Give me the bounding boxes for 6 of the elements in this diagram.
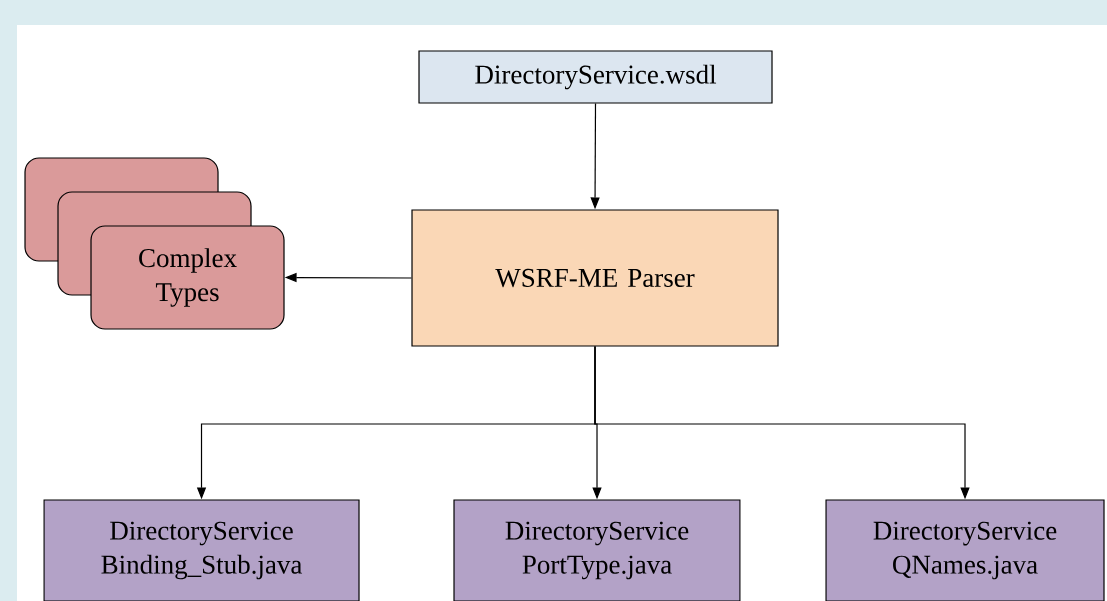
file-box: DirectoryService Binding_Stub.java [43,499,360,601]
file-box: DirectoryService PortType.java [453,499,741,601]
file-box: DirectoryService QNames.java [825,499,1105,601]
file-box: DirectoryService.wsdl [418,50,773,104]
parser-box: WSRF-ME Parser [411,209,779,347]
stacked-card: Complex Types [24,157,285,330]
